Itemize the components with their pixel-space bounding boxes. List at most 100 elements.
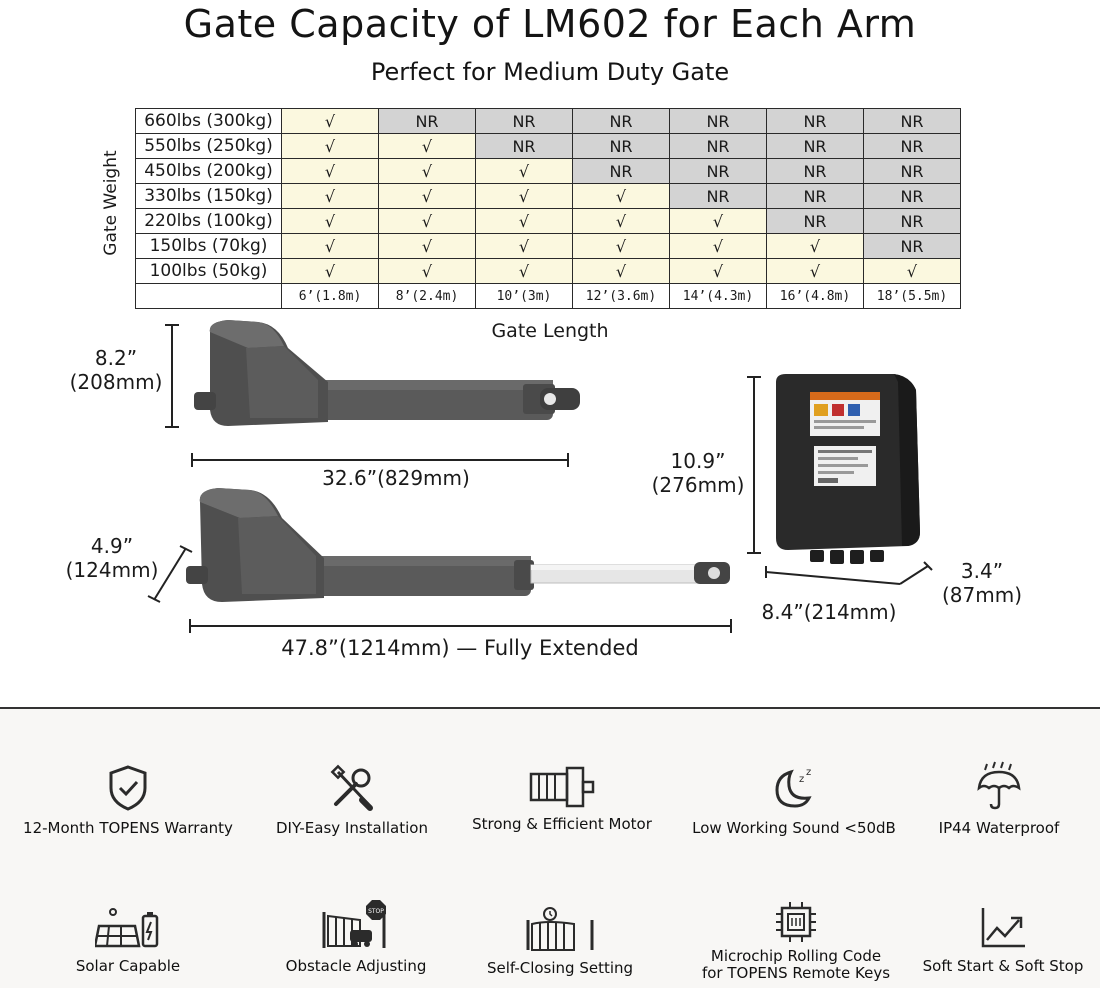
weight-label: 660lbs (300kg) bbox=[135, 108, 282, 134]
arm-extended-tick-left bbox=[189, 619, 191, 633]
arm-height-line bbox=[171, 324, 173, 428]
box-width-dimension: 8.4”(214mm) bbox=[761, 600, 897, 624]
weight-label: 450lbs (200kg) bbox=[135, 158, 282, 184]
supported-cell: √ bbox=[863, 258, 961, 284]
supported-cell: √ bbox=[669, 233, 767, 259]
svg-text:z: z bbox=[806, 767, 811, 778]
arm-width-line bbox=[147, 545, 193, 603]
feature-warranty: 12-Month TOPENS Warranty bbox=[10, 764, 246, 837]
svg-text:z: z bbox=[799, 774, 804, 785]
gate-length-label: 14’(4.3m) bbox=[669, 283, 767, 309]
box-height-dimension: 10.9” (276mm) bbox=[650, 449, 746, 497]
microchip-icon bbox=[776, 902, 816, 942]
box-height-tick-top bbox=[747, 376, 761, 378]
arm-extended-tick-right bbox=[730, 619, 732, 633]
gate-stop-icon: STOP bbox=[322, 900, 386, 948]
box-height-tick-bottom bbox=[747, 552, 761, 554]
supported-cell: √ bbox=[281, 233, 379, 259]
solar-battery-icon bbox=[95, 908, 159, 948]
opener-arm-extended-image bbox=[186, 488, 730, 602]
supported-cell: √ bbox=[281, 108, 379, 134]
weight-label: 150lbs (70kg) bbox=[135, 233, 282, 259]
gate-length-label: 16’(4.8m) bbox=[766, 283, 864, 309]
arm-width-mm-value: (124mm) bbox=[65, 558, 159, 582]
box-height-value: 10.9” bbox=[670, 449, 726, 473]
box-height-mm-value: (276mm) bbox=[651, 473, 745, 497]
feature-warranty-label: 12-Month TOPENS Warranty bbox=[23, 819, 233, 837]
supported-cell: √ bbox=[572, 183, 670, 209]
gate-clock-icon bbox=[526, 907, 594, 951]
feature-rolling-code-label-line1: Microchip Rolling Code bbox=[710, 947, 882, 965]
supported-cell: √ bbox=[281, 133, 379, 159]
arm-width-value: 4.9” bbox=[90, 534, 134, 558]
not-recommended-cell: NR bbox=[669, 158, 767, 184]
arm-length-tick-right bbox=[567, 453, 569, 467]
weight-label: 550lbs (250kg) bbox=[135, 133, 282, 159]
weight-label: 220lbs (100kg) bbox=[135, 208, 282, 234]
shield-check-icon bbox=[109, 765, 147, 811]
feature-solar: Solar Capable bbox=[56, 906, 200, 975]
not-recommended-cell: NR bbox=[572, 158, 670, 184]
supported-cell: √ bbox=[475, 183, 573, 209]
box-depth-mm-value: (87mm) bbox=[941, 583, 1023, 607]
box-depth-dimension: 3.4” (87mm) bbox=[936, 559, 1028, 607]
not-recommended-cell: NR bbox=[475, 133, 573, 159]
supported-cell: √ bbox=[281, 258, 379, 284]
not-recommended-cell: NR bbox=[766, 208, 864, 234]
not-recommended-cell: NR bbox=[475, 108, 573, 134]
weight-label: 100lbs (50kg) bbox=[135, 258, 282, 284]
arm-height-mm-value: (208mm) bbox=[69, 370, 163, 394]
gate-weight-axis-label: Gate Weight bbox=[101, 150, 121, 256]
arm-height-value: 8.2” bbox=[94, 346, 138, 370]
supported-cell: √ bbox=[475, 208, 573, 234]
features-section bbox=[0, 708, 1100, 988]
supported-cell: √ bbox=[475, 258, 573, 284]
supported-cell: √ bbox=[669, 258, 767, 284]
not-recommended-cell: NR bbox=[766, 133, 864, 159]
motor-icon bbox=[529, 766, 595, 808]
supported-cell: √ bbox=[281, 183, 379, 209]
gate-length-axis-label: Gate Length bbox=[491, 320, 609, 342]
feature-self-closing-label: Self-Closing Setting bbox=[486, 959, 634, 977]
page-title: Gate Capacity of LM602 for Each Arm bbox=[183, 2, 917, 46]
table-row: 150lbs (70kg)√√√√√√NR bbox=[135, 233, 961, 259]
not-recommended-cell: NR bbox=[572, 108, 670, 134]
not-recommended-cell: NR bbox=[863, 183, 961, 209]
length-row: 6’(1.8m)8’(2.4m)10’(3m)12’(3.6m)14’(4.3m… bbox=[135, 283, 961, 309]
tools-icon bbox=[330, 764, 373, 811]
moon-sleep-icon: z z bbox=[775, 767, 812, 808]
box-depth-value: 3.4” bbox=[960, 559, 1004, 583]
not-recommended-cell: NR bbox=[766, 108, 864, 134]
supported-cell: √ bbox=[281, 208, 379, 234]
not-recommended-cell: NR bbox=[863, 108, 961, 134]
umbrella-rain-icon bbox=[977, 761, 1021, 810]
not-recommended-cell: NR bbox=[378, 108, 476, 134]
feature-self-closing: Self-Closing Setting bbox=[476, 906, 644, 977]
not-recommended-cell: NR bbox=[766, 183, 864, 209]
feature-sound-label: Low Working Sound <50dB bbox=[692, 819, 896, 837]
arm-height-dimension: 8.2” (208mm) bbox=[68, 346, 164, 394]
supported-cell: √ bbox=[475, 158, 573, 184]
gate-length-label: 12’(3.6m) bbox=[572, 283, 670, 309]
gate-length-label: 8’(2.4m) bbox=[378, 283, 476, 309]
supported-cell: √ bbox=[378, 183, 476, 209]
supported-cell: √ bbox=[378, 133, 476, 159]
feature-sound: z z Low Working Sound <50dB bbox=[684, 764, 904, 837]
not-recommended-cell: NR bbox=[669, 108, 767, 134]
feature-soft-start: Soft Start & Soft Stop bbox=[916, 906, 1090, 975]
supported-cell: √ bbox=[475, 233, 573, 259]
not-recommended-cell: NR bbox=[863, 208, 961, 234]
supported-cell: √ bbox=[378, 208, 476, 234]
not-recommended-cell: NR bbox=[572, 133, 670, 159]
supported-cell: √ bbox=[572, 208, 670, 234]
not-recommended-cell: NR bbox=[863, 158, 961, 184]
page-subtitle: Perfect for Medium Duty Gate bbox=[370, 58, 730, 86]
arm-height-tick-top bbox=[165, 324, 179, 326]
arm-length-tick-left bbox=[191, 453, 193, 467]
not-recommended-cell: NR bbox=[766, 158, 864, 184]
trend-chart-icon bbox=[981, 908, 1025, 948]
arm-length-line bbox=[191, 459, 569, 461]
arm-extended-dimension: 47.8”(1214mm) — Fully Extended bbox=[281, 636, 639, 660]
